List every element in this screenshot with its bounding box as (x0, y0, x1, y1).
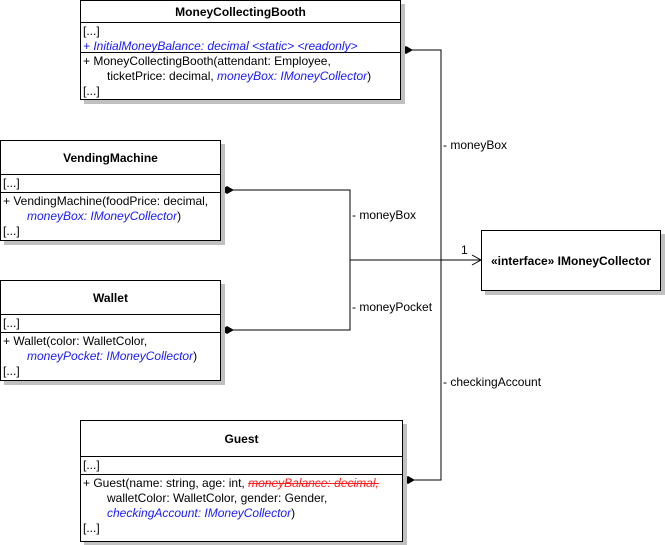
param-money-balance-removed: moneyBalance: decimal, (248, 476, 379, 490)
constructor-line-2: ticketPrice: decimal, moneyBox: IMoneyCo… (83, 69, 398, 84)
class-guest[interactable]: Guest [...] + Guest(name: string, age: i… (80, 420, 403, 542)
class-name: MoneyCollectingBooth (81, 1, 400, 23)
constructor-line-3: checkingAccount: IMoneyCollector) (83, 506, 400, 521)
constructor-line-1: + Wallet(color: WalletColor, (3, 334, 148, 348)
multiplicity-label: 1 (461, 243, 468, 257)
role-label-vending-money-box: - moneyBox (352, 208, 417, 222)
class-name: Guest (81, 421, 402, 457)
interface-name: «interface» IMoneyCollector (490, 253, 652, 268)
param-money-pocket: moneyPocket: IMoneyCollector (27, 349, 194, 363)
paren-close: ) (177, 209, 182, 223)
class-vending-machine[interactable]: VendingMachine [...] + VendingMachine(fo… (0, 140, 221, 241)
attribute-ellipsis: [...] (3, 316, 20, 330)
vending-composition-diamond (221, 186, 234, 194)
operations-compartment: + Guest(name: string, age: int, moneyBal… (81, 475, 402, 537)
constructor-line-2: moneyPocket: IMoneyCollector) (3, 349, 218, 364)
constructor-line-2: moneyBox: IMoneyCollector) (3, 209, 218, 224)
wallet-composition-diamond (221, 326, 234, 334)
attribute-ellipsis: [...] (83, 24, 100, 38)
operation-ellipsis: [...] (83, 84, 100, 98)
operations-compartment: + MoneyCollectingBooth(attendant: Employ… (81, 53, 400, 100)
attribute-ellipsis: [...] (83, 458, 100, 472)
constructor-line-1: + VendingMachine(foodPrice: decimal, (3, 194, 209, 208)
class-wallet[interactable]: Wallet [...] + Wallet(color: WalletColor… (0, 280, 221, 381)
vending-association-line (233, 189, 351, 331)
interface-imoney-collector[interactable]: «interface» IMoneyCollector (481, 230, 661, 291)
attribute-initial-money-balance: + InitialMoneyBalance: decimal <static> … (83, 39, 358, 53)
operation-ellipsis: [...] (3, 224, 20, 238)
constructor-line-1: + MoneyCollectingBooth(attendant: Employ… (83, 54, 331, 68)
attributes-compartment: [...] (1, 175, 220, 193)
paren-close: ) (291, 506, 296, 520)
role-label-wallet-money-pocket: - moneyPocket (352, 300, 433, 314)
params-name-age: + Guest(name: string, age: int, (83, 476, 249, 490)
operations-compartment: + Wallet(color: WalletColor, moneyPocket… (1, 333, 220, 380)
operation-ellipsis: [...] (3, 364, 20, 378)
attributes-compartment: [...] (1, 315, 220, 333)
param-money-box: moneyBox: IMoneyCollector (27, 209, 178, 223)
role-label-guest-checking-account: - checkingAccount (443, 375, 542, 389)
paren-close: ) (367, 69, 372, 83)
param-money-box: moneyBox: IMoneyCollector (217, 69, 368, 83)
attributes-compartment: [...] + InitialMoneyBalance: decimal <st… (81, 23, 400, 53)
class-name: VendingMachine (1, 141, 220, 175)
constructor-line-1: + Guest(name: string, age: int, moneyBal… (83, 476, 400, 491)
class-money-collecting-booth[interactable]: MoneyCollectingBooth [...] + InitialMone… (80, 0, 401, 100)
param-checking-account: checkingAccount: IMoneyCollector (107, 506, 292, 520)
booth-composition-diamond (400, 46, 413, 54)
attributes-compartment: [...] (81, 457, 402, 475)
role-label-booth-money-box: - moneyBox (443, 138, 508, 152)
booth-association-line (412, 49, 442, 481)
paren-close: ) (193, 349, 198, 363)
constructor-line-2: walletColor: WalletColor, gender: Gender… (107, 491, 328, 505)
operation-ellipsis: [...] (83, 521, 100, 535)
param-ticket-price: ticketPrice: decimal, (107, 69, 218, 83)
class-name: Wallet (1, 281, 220, 315)
operations-compartment: + VendingMachine(foodPrice: decimal, mon… (1, 193, 220, 240)
guest-composition-diamond (402, 476, 415, 484)
attribute-ellipsis: [...] (3, 176, 20, 190)
